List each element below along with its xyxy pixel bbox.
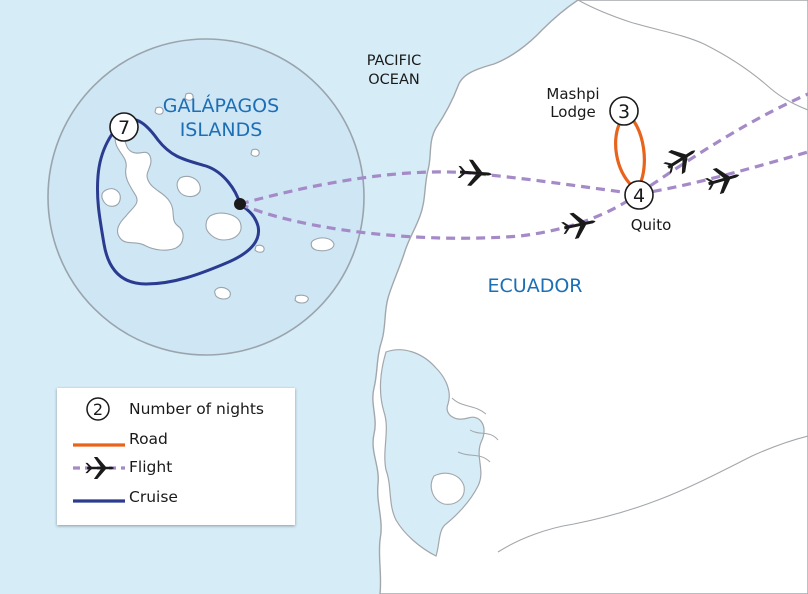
flight-route-return [239,192,639,240]
port-dot-icon [234,198,246,210]
stop-nights-mashpi: 3 [618,101,630,123]
santiago-island [176,175,201,198]
estuary-channel [451,397,499,463]
legend-nights-symbol: 2 [67,396,129,422]
galapagos-inset [47,38,365,356]
plane-icon [85,456,115,480]
stop-nights-galapagos: 7 [118,117,130,139]
san-cristobal-island [310,237,335,252]
genovesa-island [250,148,260,157]
legend-nights-label: Number of nights [129,400,265,418]
espanola-island [294,294,309,304]
plane-icons [457,150,740,239]
legend-row-cruise: Cruise [67,484,178,510]
plane-icon [663,150,696,175]
stop-circle [109,112,139,142]
legend-cruise-label: Cruise [129,488,178,506]
isabela-island [114,134,184,251]
gulf-of-guayaquil [379,349,485,557]
stop-marker-quito: 4 [624,180,654,210]
mashpi-label-line2: Lodge [550,103,596,121]
islands-label-line1: GALÁPAGOS [163,94,279,117]
legend-nights-example: 2 [93,400,103,419]
stop-nights-quito: 4 [633,185,645,207]
ocean-label-line1: PACIFIC [367,53,422,69]
floreana-island [214,286,231,300]
galapagos-islands [101,92,335,304]
legend-row-nights: 2 Number of nights [67,396,264,422]
legend-row-flight: Flight [67,454,172,480]
stop-marker-mashpi: 3 [609,96,639,126]
country-label: ECUADOR [488,275,583,297]
santa-cruz-island [205,212,242,241]
flight-route-international-2 [637,150,808,196]
stop-circle [609,96,639,126]
northern-border [577,0,808,111]
stop-circle [624,180,654,210]
plane-icon [457,159,492,186]
flight-route-international-1 [637,92,808,196]
mashpi-label-line1: Mashpi [546,85,599,103]
plane-icon [561,212,596,239]
legend-cruise-symbol [67,484,129,510]
legend-flight-symbol [67,454,129,480]
legend-flight-label: Flight [129,458,173,476]
ocean-label-line2: OCEAN [368,72,419,88]
flight-route-outbound [239,170,639,206]
legend-road-symbol [67,426,129,452]
legend-row-road: Road [67,426,168,452]
santa-fe-island [254,244,265,253]
southern-border [497,435,808,553]
pinta-island [154,106,164,115]
marchena-island [184,92,194,101]
stop-marker-galapagos: 7 [109,112,139,142]
plane-icon [704,168,740,195]
map-legend: 2 Number of nights Road Flight Cruise [57,388,295,525]
legend-road-label: Road [129,430,168,448]
cruise-route [95,117,261,286]
quito-label: Quito [631,216,672,234]
islands-label-line2: ISLANDS [180,119,263,141]
fernandina-island [101,188,121,207]
mainland [372,0,808,594]
puna-island [430,472,465,505]
